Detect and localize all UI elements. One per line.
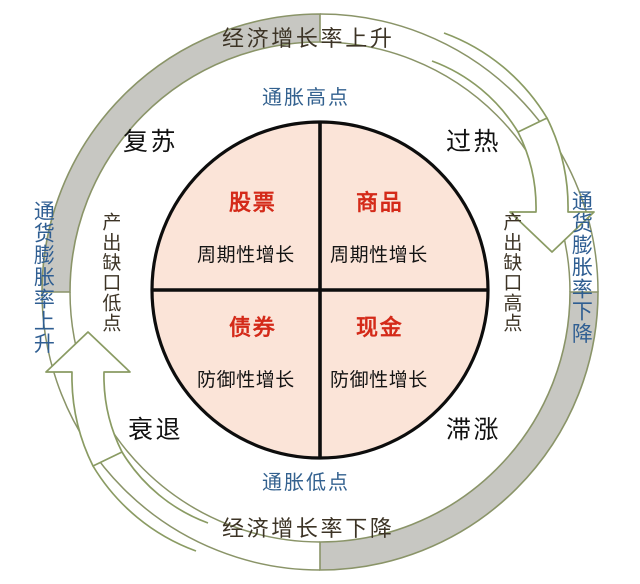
phase-label-recession: 衰退 — [128, 417, 184, 444]
inflation-rate-falling-label: 通货膨胀率下降 — [569, 190, 594, 345]
phase-label-stagflation: 滞涨 — [446, 417, 502, 444]
quadrant-growth-bonds: 防御性增长 — [197, 370, 295, 391]
inflation-rising-arrow — [45, 331, 209, 552]
inflation-rate-rising-label: 通货膨胀率上升 — [31, 200, 56, 355]
inflation-trough-label: 通胀低点 — [262, 472, 350, 494]
output-gap-low-label: 产出缺口低点 — [99, 212, 121, 333]
inflation-falling-arrow — [431, 32, 595, 253]
quadrant-asset-stocks: 股票 — [229, 190, 277, 215]
quadrant-growth-cash: 防御性增长 — [330, 370, 428, 391]
quadrant-asset-commodities: 商品 — [356, 190, 404, 215]
quadrant-asset-bonds: 债券 — [229, 315, 277, 340]
phase-label-overheat: 过热 — [446, 129, 502, 156]
output-gap-high-label: 产出缺口高点 — [500, 212, 522, 333]
quadrant-circle — [150, 120, 490, 460]
growth-rising-label: 经济增长率上升 — [222, 26, 395, 51]
quadrant-asset-cash: 现金 — [356, 315, 404, 340]
quadrant-growth-stocks: 周期性增长 — [197, 245, 295, 266]
growth-falling-label: 经济增长率下降 — [222, 516, 395, 541]
outer-gray-band — [41, 13, 599, 571]
phase-label-recovery: 复苏 — [123, 129, 179, 156]
inflation-peak-label: 通胀高点 — [262, 87, 350, 109]
quadrant-growth-commodities: 周期性增长 — [330, 245, 428, 266]
